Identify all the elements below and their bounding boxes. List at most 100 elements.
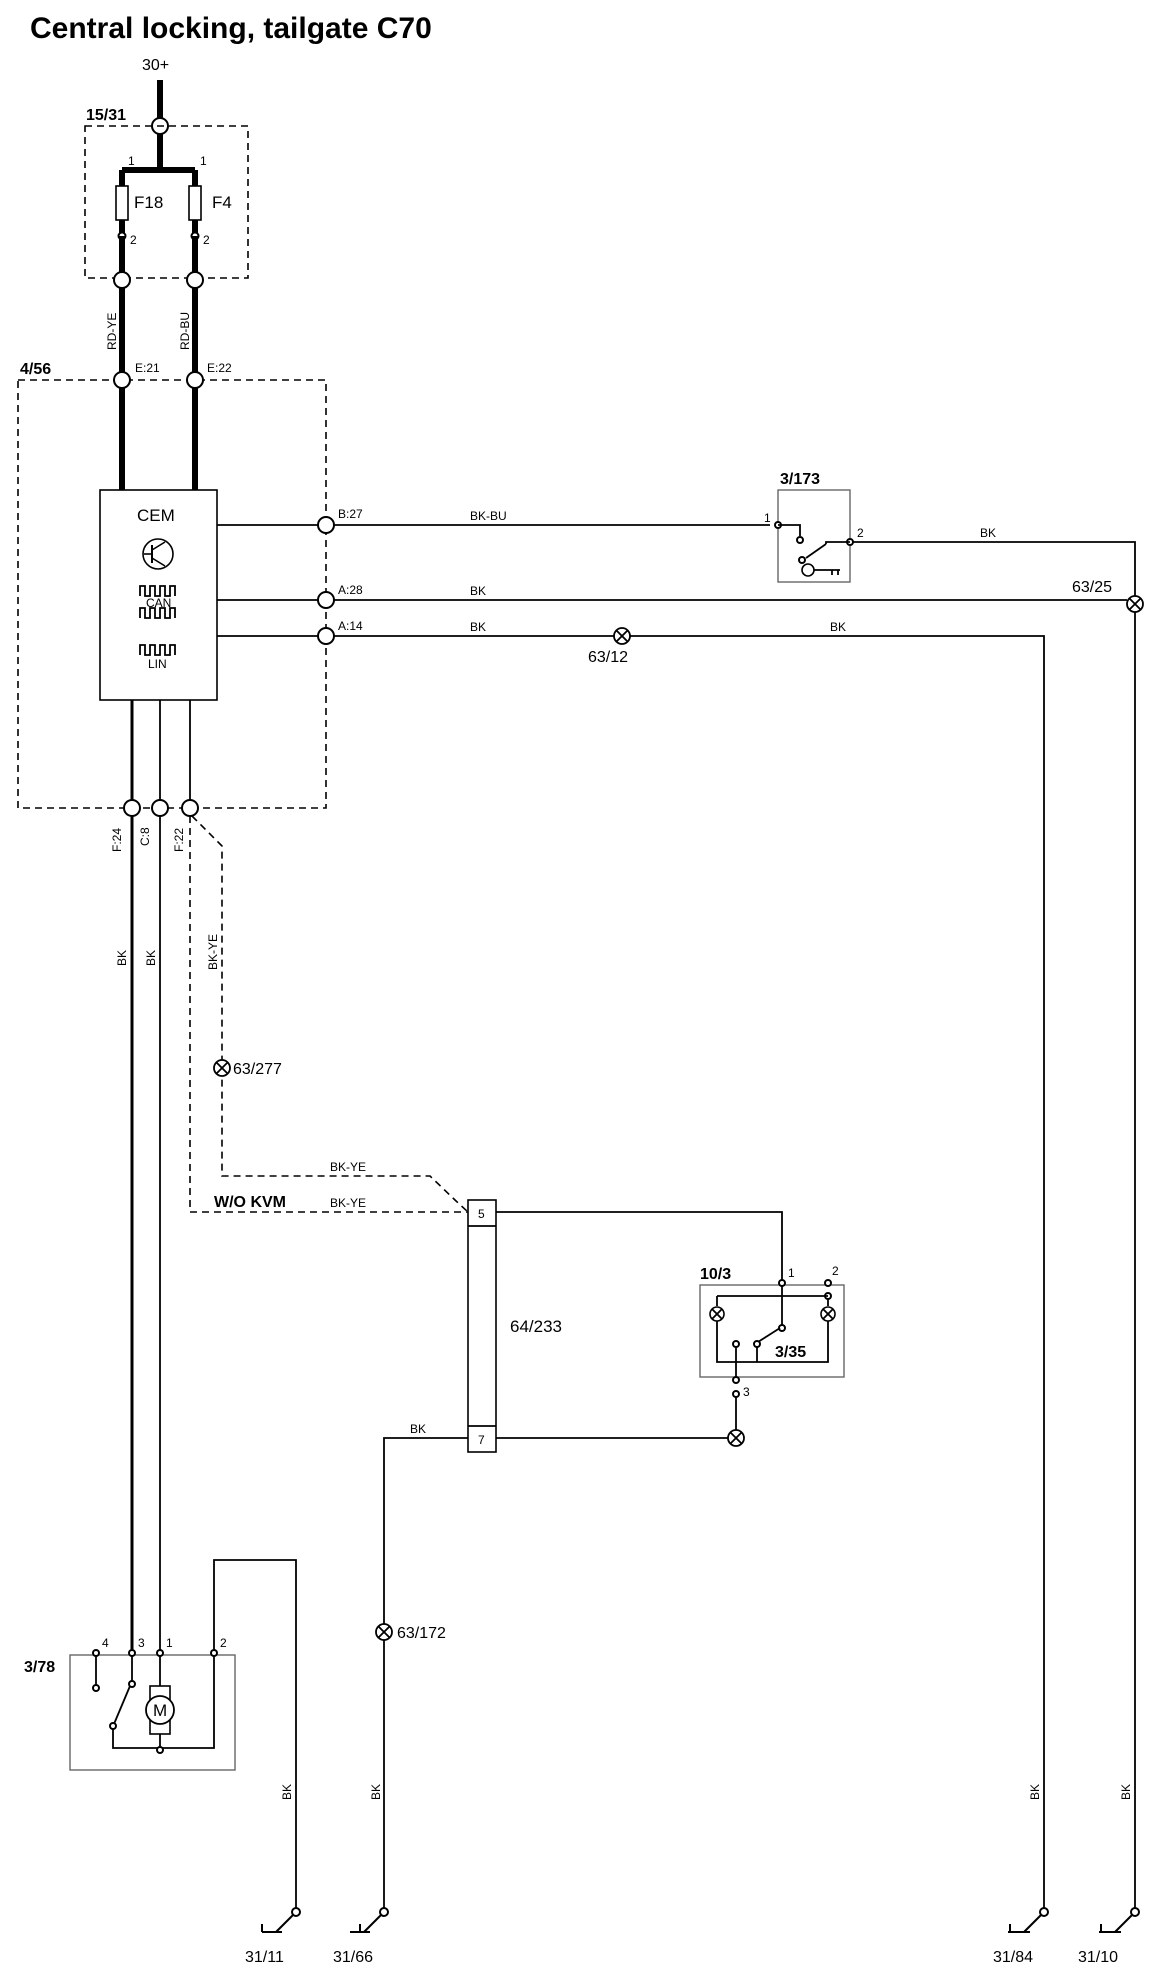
supply-feed: 30+ [122,57,195,173]
ground-31-66-label: 31/66 [333,1949,373,1966]
connector-pin-5: 5 [478,1207,485,1221]
cem-pin-e22: E:22 [207,361,232,375]
wire-c8: BK [144,816,161,1650]
ground-31-10-label: 31/10 [1078,1949,1118,1966]
wire-rd-bu: RD-BU [178,312,192,350]
wire-bk-key-out: BK [980,526,996,540]
wire-bk-gnd-11: BK [280,1784,294,1800]
wire-pin5-switch [496,1211,783,1280]
can-label: CAN [146,596,171,610]
wire-bk-a14-right: BK [830,620,846,634]
wire-a14: BK BK [334,620,1045,1908]
lock-motor-label: 3/78 [24,1659,55,1676]
splice-63-25: 63/25 [1072,579,1144,613]
wire-f22-dashed: BK-YE BK-YE BK-YE W/O KVM [189,815,469,1213]
can-bus-icon: CAN [139,585,176,619]
indicator-lamp-left-icon [709,1306,725,1322]
wire-f24: BK [115,816,134,1650]
wire-bk-pin7: BK [410,1422,426,1436]
ground-31-84: 31/84 [993,1907,1049,1966]
connector-block-label: 64/233 [510,1317,562,1336]
motor-pin-1: 1 [166,1636,173,1650]
wire-labels-ground-right: BK BK [1028,1784,1133,1800]
wire-bk-ye-f22: BK-YE [206,934,220,970]
fuse-f4-icon [188,185,202,221]
supply-label: 30+ [142,57,169,74]
wire-bk-ye-wo-kvm: BK-YE [330,1196,366,1210]
ground-31-11-label: 31/11 [245,1949,284,1966]
wire-motor-pin2-ground: BK [213,1559,297,1908]
cem-pin-f22: F:22 [172,828,186,852]
wo-kvm-label: W/O KVM [214,1194,286,1211]
cem-pin-a14: A:14 [338,619,363,633]
ground-31-66: 31/66 [333,1907,389,1966]
splice-63-277: 63/277 [213,1059,282,1078]
lin-label: LIN [148,657,167,671]
connector-pin-7: 7 [478,1433,485,1447]
wire-bk-a28: BK [470,584,486,598]
wire-pin7: BK BK [369,1422,728,1908]
motor-pin-4: 4 [102,1636,109,1650]
motor-pin-2: 2 [220,1636,227,1650]
wire-bk-f24: BK [115,950,129,966]
wire-bk-gnd-84: BK [1028,1784,1042,1800]
fuse-f18-pin-2: 2 [130,233,137,247]
key-switch-label: 3/173 [780,471,820,488]
ground-31-84-label: 31/84 [993,1949,1033,1966]
wire-bk-ye-dashed: BK-YE [330,1160,366,1174]
wire-bk-a14-left: BK [470,620,486,634]
wire-bk-gnd-10: BK [1119,1784,1133,1800]
fuse-cem-wires: RD-YE RD-BU [105,288,198,372]
transistor-icon [142,538,174,570]
fuse-box-label: 15/31 [86,107,126,124]
ground-31-11: 31/11 [245,1907,301,1966]
switch-pin-1: 1 [788,1266,795,1280]
cem-module-label: 4/56 [20,361,51,378]
splice-63-12: 63/12 [588,627,631,666]
fuse-f4-pin-1: 1 [200,154,207,168]
switch-pin-3: 3 [743,1385,750,1399]
wire-a28: BK [334,584,1127,601]
splice-switch-ground [727,1429,745,1447]
cem-pin-a28: A:28 [338,583,363,597]
fuse-f4-pin-2: 2 [203,233,210,247]
wire-b27-key-switch: BK-BU [334,509,770,526]
switch-unit-label: 10/3 [700,1266,731,1283]
switch-pin-2: 2 [832,1264,839,1278]
fuse-box-15-31: 15/31 1 2 F18 1 2 F4 [84,107,249,289]
cem-pin-e21: E:21 [135,361,160,375]
fuse-f18-pin-1: 1 [128,154,135,168]
diagram-title: Central locking, tailgate C70 [30,12,432,45]
wire-key-switch-out: BK [853,526,1136,1908]
ground-31-10: 31/10 [1078,1907,1140,1966]
switch-unit-10-3: 10/3 1 2 3/35 3 [699,1264,845,1430]
connector-block-64-233: 5 7 64/233 [467,1199,562,1453]
wire-bk-bu: BK-BU [470,509,507,523]
key-icon [801,563,840,577]
lin-bus-icon: LIN [139,644,176,671]
wire-rd-ye: RD-YE [105,313,119,350]
wire-bk-c8: BK [144,950,158,966]
key-switch-pin-2: 2 [857,526,864,540]
cem-pin-c8: C:8 [138,827,152,846]
splice-63-12-label: 63/12 [588,649,628,666]
cem-label: CEM [137,506,175,525]
lock-motor-3-78: 3/78 4 3 1 2 M [24,1636,236,1771]
fuse-f18-icon [115,185,129,221]
key-switch-pin-1: 1 [764,511,771,525]
motor-label: M [153,1701,167,1720]
fuse-f4-label: F4 [212,193,232,212]
cem-unit [99,489,218,701]
splice-63-172: 63/172 [375,1623,446,1642]
cem-pin-b27: B:27 [338,507,363,521]
splice-63-25-label: 63/25 [1072,579,1112,596]
cem-module-4-56: 4/56 E:21 E:22 CEM CAN LIN [17,361,363,852]
motor-icon: M [145,1685,175,1735]
cem-pin-f24: F:24 [110,828,124,852]
motor-pin-3: 3 [138,1636,145,1650]
lamp-switch-label: 3/35 [775,1344,806,1361]
fuse-f18-label: F18 [134,193,163,212]
key-switch-3-173: 3/173 1 2 [764,471,864,583]
splice-63-277-label: 63/277 [233,1061,282,1078]
wire-bk-gnd-66: BK [369,1784,383,1800]
